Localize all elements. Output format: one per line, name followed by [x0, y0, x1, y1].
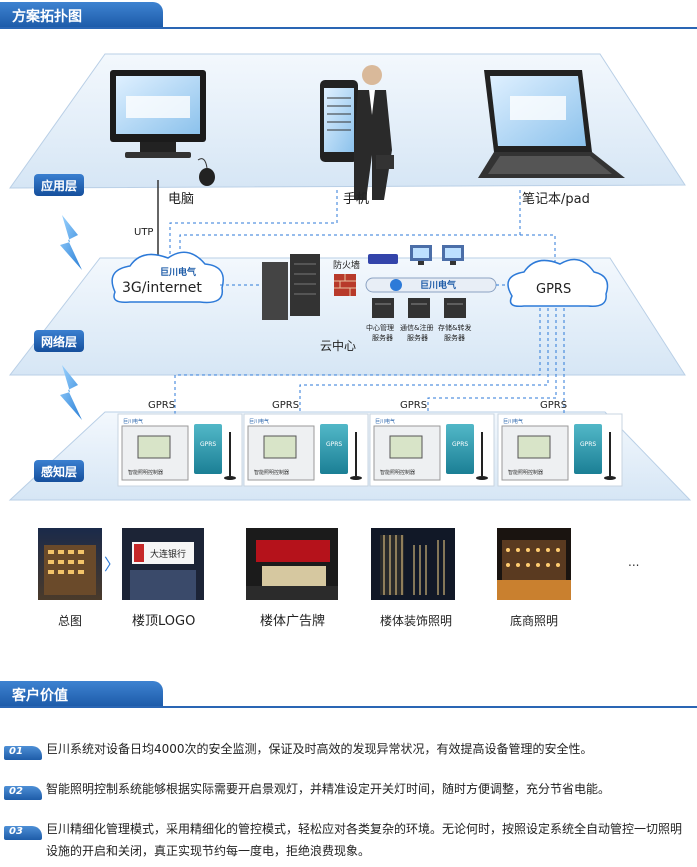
- value-number: 02: [9, 786, 23, 797]
- field-gprs-label: GPRS: [148, 400, 175, 411]
- internet-brand-logo: 巨川电气: [160, 266, 196, 278]
- module-label: GPRS: [452, 441, 468, 448]
- value-tab: 客户价值: [0, 681, 163, 707]
- controller-brand: 巨川电气: [503, 418, 523, 425]
- application-layer-label: 应用层: [41, 178, 77, 193]
- perception-layer-label: 感知层: [41, 464, 77, 479]
- phone-label: 手机: [343, 192, 369, 207]
- firewall-icon: [334, 274, 356, 296]
- module-label: GPRS: [580, 441, 596, 448]
- laptop-icon: [478, 70, 625, 178]
- server-rack-icon: [262, 254, 320, 320]
- photo-billboard: [246, 528, 338, 600]
- topology-title: 方案拓扑图: [12, 9, 82, 25]
- network-layer-badge: [34, 330, 84, 352]
- phone-link: [169, 190, 338, 262]
- value-text: 智能照明控制系统能够根据实际需要开启景观灯，并精准设定开关灯时间，随时方便调整，…: [46, 782, 611, 796]
- gprs-cloud-icon: [507, 258, 609, 308]
- server-icon: [408, 298, 430, 318]
- switch-icon: [368, 254, 398, 264]
- value-number: 03: [9, 826, 23, 837]
- header-divider: [0, 27, 697, 29]
- value-number-badge: 02: [4, 782, 42, 800]
- photo-caption-storefront: 底商照明: [510, 613, 558, 628]
- field-gprs-label: GPRS: [272, 400, 299, 411]
- module-label: GPRS: [326, 441, 342, 448]
- businessman-icon: [354, 65, 394, 200]
- module-label: GPRS: [200, 441, 216, 448]
- controller-label: 智能照明控制器: [380, 469, 415, 476]
- topology-tab: 方案拓扑图: [0, 2, 163, 28]
- pc-label: 电脑: [168, 192, 194, 207]
- server-icon: [372, 298, 394, 318]
- server-label-1b: 服务器: [372, 333, 393, 342]
- controller-label: 智能照明控制器: [508, 469, 543, 476]
- photo-rooftop-logo: [122, 528, 204, 600]
- field-gprs-label: GPRS: [540, 400, 567, 411]
- value-text: 巨川精细化管理模式，采用精细化的管控模式，轻松应对各类复杂的环境。无论何时，按照…: [46, 822, 683, 858]
- controller-label: 智能照明控制器: [128, 469, 163, 476]
- server-icon: [444, 298, 466, 318]
- value-title: 客户价值: [12, 688, 68, 704]
- photos-ellipsis: ...: [628, 555, 639, 569]
- photo-decorative-lighting: [371, 528, 455, 600]
- photo-caption-rooftop-logo: 楼顶LOGO: [132, 614, 195, 629]
- field-gprs-label: GPRS: [400, 400, 427, 411]
- workstation-icon: [410, 245, 432, 265]
- desktop-pc-icon: [110, 70, 215, 186]
- controller-unit: 巨川电气 智能照明控制器 GPRS: [369, 413, 495, 487]
- photo-sign-text: 大连银行: [150, 548, 186, 560]
- laptop-link-gprs: [520, 234, 556, 268]
- laptop-label: 笔记本/pad: [522, 191, 590, 207]
- firewall-label: 防火墙: [333, 259, 360, 271]
- value-number-badge: 01: [4, 742, 42, 760]
- application-layer-badge: [34, 174, 84, 196]
- utp-label: UTP: [134, 227, 153, 238]
- network-layer-label: 网络层: [41, 334, 77, 349]
- photo-overview: [38, 528, 102, 600]
- server-label-3a: 存储&转发: [438, 323, 471, 332]
- controller-unit: 巨川电气 智能照明控制器 GPRS: [243, 413, 369, 487]
- controller-brand: 巨川电气: [375, 418, 395, 425]
- server-label-2a: 通信&注册: [400, 323, 433, 332]
- photo-storefront-lighting: [497, 528, 571, 600]
- photo-caption-overview: 总图: [58, 614, 82, 628]
- controller-unit: 巨川电气 智能照明控制器 GPRS: [117, 413, 243, 487]
- internet-cloud-icon: [111, 251, 224, 304]
- topology-diagram: 应用层 网络层 感知层 电脑 手机 笔记本/p: [8, 53, 692, 629]
- value-section-header: 客户价值: [0, 681, 697, 709]
- perception-layer-badge: [34, 460, 84, 482]
- photo-caption-decorative: 楼体装饰照明: [380, 613, 452, 628]
- photo-caption-billboard: 楼体广告牌: [260, 613, 325, 629]
- controller-brand: 巨川电气: [123, 418, 143, 425]
- value-number: 01: [9, 746, 23, 757]
- server-label-3b: 服务器: [444, 333, 465, 342]
- phone-icon: [320, 80, 358, 162]
- gprs-cloud-label: GPRS: [536, 282, 571, 297]
- cloud-center-label: 云中心: [320, 338, 356, 353]
- internet-label: 3G/internet: [122, 280, 202, 296]
- topology-section-header: 方案拓扑图: [0, 2, 697, 30]
- network-bus-icon: [365, 277, 497, 293]
- header-divider: [0, 706, 697, 708]
- controller-brand: 巨川电气: [249, 418, 269, 425]
- bus-brand-logo: 巨川电气: [420, 279, 456, 291]
- value-number-badge: 03: [4, 822, 42, 840]
- controller-label: 智能照明控制器: [254, 469, 289, 476]
- lightning-bolt-icon: [60, 215, 82, 270]
- server-label-2b: 服务器: [407, 333, 428, 342]
- value-text: 巨川系统对设备日均4000次的安全监测，保证及时高效的发现异常状况，有效提高设备…: [46, 742, 593, 756]
- server-label-1a: 中心管理: [366, 323, 394, 332]
- controller-unit: 巨川电气 智能照明控制器 GPRS: [497, 413, 623, 487]
- workstation-icon: [442, 245, 464, 265]
- photo-arrow: 〉: [104, 555, 120, 574]
